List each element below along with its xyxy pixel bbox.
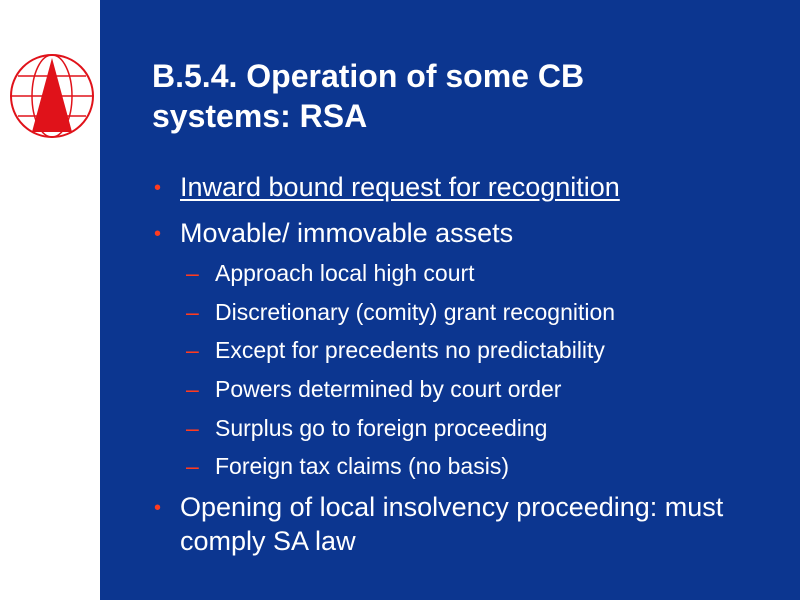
sub-bullet-item: – Discretionary (comity) grant recogniti… (150, 297, 780, 327)
left-margin (0, 0, 100, 600)
bullet-text-assets: Movable/ immovable assets (180, 218, 514, 248)
sub-bullet-item: – Surplus go to foreign proceeding (150, 413, 780, 443)
bullet-item: • Movable/ immovable assets (150, 216, 780, 250)
slide-title-line-1: B.5.4. Operation of some CB (152, 58, 585, 94)
bullet-dot-icon: • (154, 497, 162, 520)
sub-bullet-text: Surplus go to foreign proceeding (215, 414, 548, 441)
bullet-dot-icon: • (154, 177, 162, 199)
slide-title: B.5.4. Operation of some CB systems: RSA (152, 56, 772, 136)
slide-panel: B.5.4. Operation of some CB systems: RSA… (100, 0, 800, 600)
sub-bullet-item: – Powers determined by court order (150, 374, 780, 404)
globe-logo-icon (10, 54, 94, 138)
bullet-item: • Opening of local insolvency proceeding… (150, 490, 780, 558)
sub-bullet-item: – Foreign tax claims (no basis) (150, 451, 780, 481)
dash-icon: – (186, 260, 199, 286)
dash-icon: – (186, 298, 199, 325)
slide-title-line-2: systems: RSA (152, 98, 368, 134)
bullet-text-inward-recognition: Inward bound request for recognition (180, 172, 620, 202)
dash-icon: – (186, 414, 199, 441)
dash-icon: – (186, 453, 199, 480)
sub-bullet-text: Foreign tax claims (no basis) (215, 453, 509, 480)
sub-bullet-text: Approach local high court (215, 260, 475, 286)
dash-icon: – (186, 376, 199, 403)
bullet-text-local-insolvency: Opening of local insolvency proceeding: … (180, 492, 724, 557)
sub-bullet-list: – Approach local high court – Discretion… (150, 258, 780, 481)
bullet-dot-icon: • (154, 223, 162, 245)
bullet-list: • Inward bound request for recognition •… (150, 170, 780, 570)
sub-bullet-text: Except for precedents no predictability (215, 337, 605, 364)
dash-icon: – (186, 337, 199, 364)
sub-bullet-text: Discretionary (comity) grant recognition (215, 298, 616, 325)
sub-bullet-item: – Approach local high court (150, 258, 780, 288)
sub-bullet-text: Powers determined by court order (215, 376, 562, 403)
sub-bullet-item: – Except for precedents no predictabilit… (150, 335, 780, 365)
bullet-item: • Inward bound request for recognition (150, 170, 780, 204)
